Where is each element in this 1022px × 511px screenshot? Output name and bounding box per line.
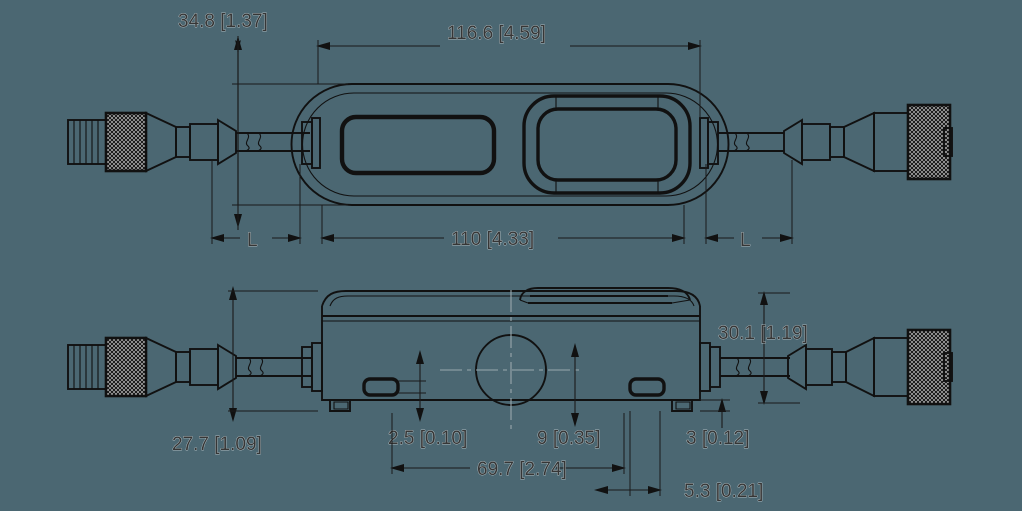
dim-side-height-right-label: 30.1 [1.19]: [718, 323, 808, 344]
dim-cable-left-label: L: [247, 230, 258, 251]
m12-female-connector-right-side: [720, 328, 953, 406]
dim-foot-width-label: 5.3 [0.21]: [684, 481, 763, 502]
dim-top-height-label: 34.8 [1.37]: [178, 11, 268, 32]
dim-overall-length-label: 116.6 [4.59]: [447, 23, 546, 44]
dimension-cable-left: L: [210, 160, 302, 251]
dim-cable-right-label: L: [740, 230, 751, 251]
side-view: 27.7 [1.09] 30.1 [1.19] 2.5 [0.10] 9 [0.…: [67, 286, 953, 502]
device-housing-top: [290, 83, 730, 206]
dimension-top-height: 34.8 [1.37]: [178, 11, 348, 230]
dim-slot-height-label: 2.5 [0.10]: [388, 428, 467, 449]
dimension-foot-height: 3 [0.12]: [686, 398, 750, 449]
dim-body-length-label: 110 [4.33]: [451, 229, 534, 250]
top-view: 34.8 [1.37] 116.6 [4.59] 110 [4.33]: [67, 11, 953, 251]
dimension-center-offset: 9 [0.35]: [537, 343, 601, 449]
m12-male-connector-left: [67, 111, 310, 173]
dimension-foot-width: 5.3 [0.21]: [594, 411, 764, 502]
m12-male-connector-left-side: [67, 336, 312, 398]
dim-slot-spacing-label: 69.7 [2.74]: [477, 459, 567, 480]
dimension-side-height-right: 30.1 [1.19]: [718, 291, 808, 405]
dim-foot-height-label: 3 [0.12]: [686, 428, 749, 449]
device-housing-side: [301, 287, 721, 430]
dimension-slot-spacing: 69.7 [2.74]: [390, 413, 626, 480]
dim-center-offset-label: 9 [0.35]: [537, 428, 600, 449]
dim-side-height-left-label: 27.7 [1.09]: [172, 434, 262, 455]
dimension-overall-length: 116.6 [4.59]: [316, 23, 702, 118]
dimension-slot-height: 2.5 [0.10]: [388, 350, 468, 449]
m12-female-connector-right: [718, 103, 953, 181]
dimension-side-height-left: 27.7 [1.09]: [172, 286, 318, 455]
dimension-cable-right: L: [704, 160, 794, 251]
dimension-body-length: 110 [4.33]: [320, 205, 686, 250]
